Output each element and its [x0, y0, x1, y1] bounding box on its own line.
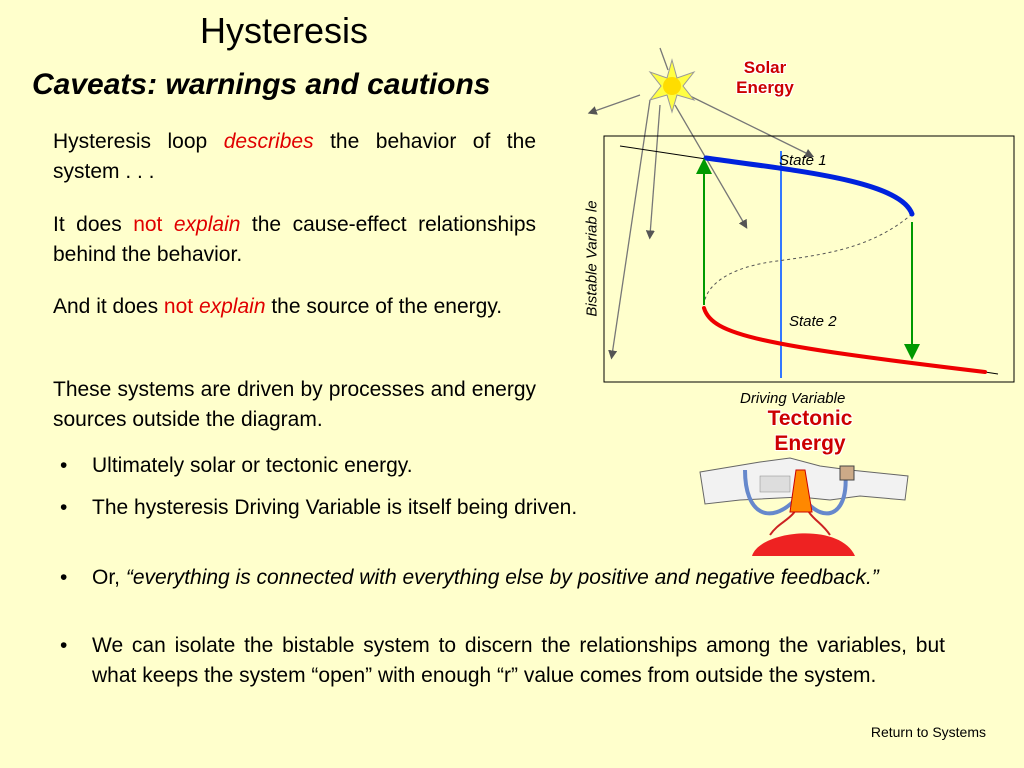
- sun-ray: [674, 104, 748, 229]
- sun-icon: [648, 58, 696, 114]
- paragraph-not-explain-cause: It does not explain the cause-effect rel…: [53, 213, 536, 266]
- sun-ray: [689, 95, 815, 158]
- plot-frame: [603, 135, 1015, 383]
- bullet-marker: •: [60, 634, 68, 657]
- y-axis-label: Bistable Variab le: [583, 200, 601, 317]
- bullet-marker: •: [60, 566, 68, 589]
- sun-ray: [659, 47, 669, 71]
- slide-subtitle: Caveats: warnings and cautions: [32, 68, 491, 101]
- sun-ray: [645, 104, 661, 240]
- sun-ray: [608, 99, 651, 360]
- guide-line-bottom: [984, 371, 999, 375]
- x-axis-label: Driving Variable: [740, 390, 846, 407]
- paragraph-describes: Hysteresis loop describes the behavior o…: [53, 130, 537, 183]
- bullet-marker: •: [60, 454, 68, 477]
- bullet-marker: •: [60, 496, 68, 519]
- solar-energy-label: Solar Energy: [736, 58, 794, 97]
- state1-label: State 1: [779, 152, 827, 169]
- guide-line-top: [619, 145, 707, 160]
- tectonic-energy-label: Tectonic Energy: [767, 407, 853, 455]
- state2-branch: [702, 306, 987, 374]
- state2-label: State 2: [789, 313, 837, 330]
- sun-ray: [587, 94, 641, 115]
- unstable-branch: [703, 213, 913, 306]
- slide-title: Hysteresis: [200, 10, 369, 51]
- tectonic-crosssection-icon: [699, 457, 909, 556]
- return-to-systems-link[interactable]: Return to Systems: [870, 724, 986, 740]
- paragraph-not-explain-energy: And it does not explain the source of th…: [53, 295, 503, 318]
- paragraph-driven-outside: These systems are driven by processes an…: [53, 378, 536, 431]
